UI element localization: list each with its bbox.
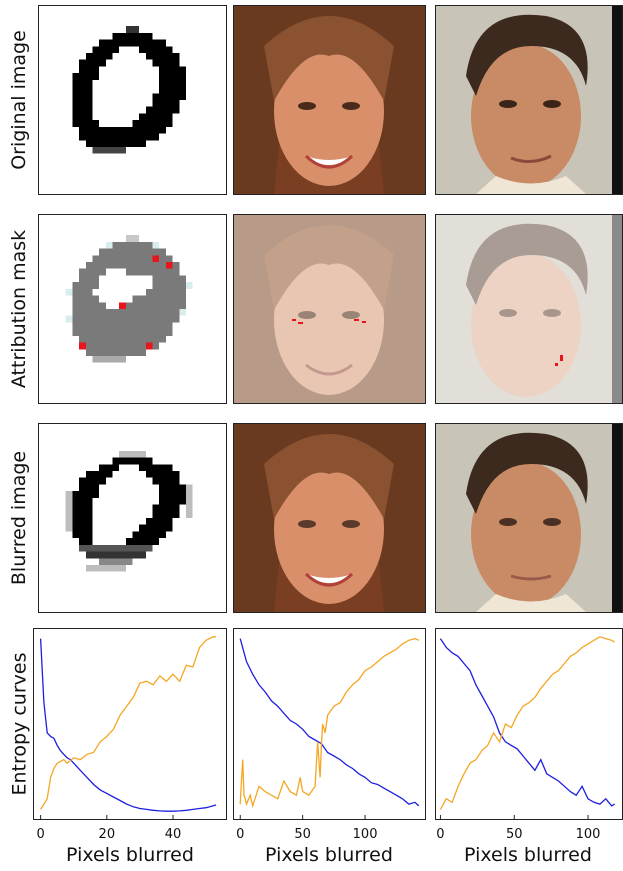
entropy-series-descending-line: [239, 638, 420, 807]
digit-blurred-image: [65, 450, 193, 572]
x-axis-label-woman: Pixels blurred: [265, 844, 393, 866]
x-tick-label: 100: [576, 827, 601, 842]
woman-blurred-image: [234, 424, 425, 612]
entropy-chart-digit: [33, 628, 227, 820]
entropy-plot-man: [439, 636, 615, 819]
row-label-blurred: Blurred image: [8, 450, 31, 586]
blurred-digit-panel: [38, 423, 227, 613]
entropy-plot-woman: [239, 637, 420, 819]
digit-attribution-mask: [65, 235, 193, 363]
woman-attribution-mask: [234, 215, 425, 403]
mask-face-man-panel: [435, 214, 623, 404]
blurred-face-woman-panel: [233, 423, 426, 613]
row-label-mask: Attribution mask: [8, 229, 30, 389]
entropy-chart-woman: [233, 628, 426, 820]
x-tick-label: 100: [353, 827, 378, 842]
digit-zero-image: [72, 26, 186, 154]
x-tick-label: 0: [36, 827, 44, 842]
original-digit-panel: [38, 5, 227, 195]
x-axis-label-digit: Pixels blurred: [66, 844, 194, 866]
x-tick-label: 40: [165, 827, 182, 842]
row-label-original: Original image: [8, 30, 31, 170]
man-face-image: [436, 6, 622, 194]
mask-face-woman-panel: [233, 214, 426, 404]
mask-digit-panel: [38, 214, 227, 404]
x-tick-label: 0: [236, 827, 244, 842]
man-attribution-mask: [436, 215, 622, 403]
entropy-series-ascending-line: [239, 637, 420, 809]
x-tick-label: 50: [506, 827, 523, 842]
woman-face-image: [234, 6, 425, 194]
x-tick-labels: 0 20 40 0 50 100 0 50 100: [36, 827, 601, 842]
man-blurred-image: [436, 424, 622, 612]
x-tick-label: 50: [294, 827, 311, 842]
blurred-face-man-panel: [435, 423, 623, 613]
original-face-woman-panel: [233, 5, 426, 195]
x-tick-label: 20: [99, 827, 116, 842]
original-face-man-panel: [435, 5, 623, 195]
x-tick-label: 0: [436, 827, 444, 842]
entropy-plot-digit: [39, 636, 217, 819]
entropy-series-descending-line: [39, 638, 217, 812]
entropy-series-ascending-line: [439, 636, 615, 810]
x-axis-label-man: Pixels blurred: [464, 844, 592, 866]
entropy-series-descending-line: [439, 638, 615, 807]
entropy-chart-man: [435, 628, 623, 820]
entropy-series-ascending-line: [40, 636, 217, 810]
